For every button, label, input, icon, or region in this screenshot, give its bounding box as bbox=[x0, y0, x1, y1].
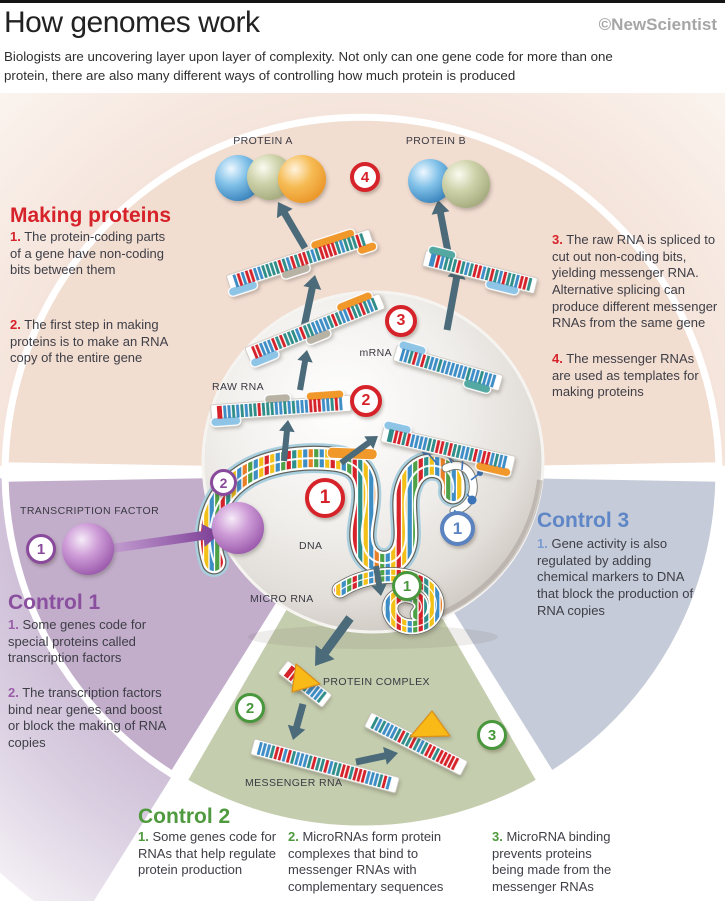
dna-label: DNA bbox=[299, 540, 323, 552]
item-text: MicroRNAs form protein complexes that bi… bbox=[288, 829, 444, 894]
step-badge-red-3: 3 bbox=[385, 305, 417, 337]
protein-a bbox=[215, 154, 326, 203]
protein-complex-triangles bbox=[291, 663, 451, 738]
flow-arrow bbox=[339, 436, 378, 466]
page-title: How genomes work bbox=[4, 6, 260, 39]
item-number: 1. bbox=[138, 829, 149, 844]
arrows bbox=[107, 200, 466, 766]
item-number: 3. bbox=[552, 232, 563, 247]
protein-b bbox=[408, 159, 490, 208]
control2-item-2: 2. MicroRNAs form protein complexes that… bbox=[288, 829, 454, 896]
raw-rna-label: RAW RNA bbox=[212, 381, 264, 393]
step-badge-green-2: 2 bbox=[235, 693, 265, 723]
protein-a-label: PROTEIN A bbox=[233, 135, 293, 147]
item-text: Some genes code for RNAs that help regul… bbox=[138, 829, 277, 878]
transcription-factor-spheres bbox=[62, 502, 264, 575]
rna-strand bbox=[392, 340, 504, 394]
control2-item-1: 1. Some genes code for RNAs that help re… bbox=[138, 829, 278, 879]
item-number: 1. bbox=[10, 229, 21, 244]
item-number: 1. bbox=[537, 536, 548, 551]
flow-arrow bbox=[355, 746, 398, 766]
item-number: 1. bbox=[8, 617, 19, 632]
control3-item-1: 1. Gene activity is also regulated by ad… bbox=[537, 536, 703, 619]
protein-b-label: PROTEIN B bbox=[405, 135, 467, 147]
control1-item-1: 1. Some genes code for special proteins … bbox=[8, 617, 163, 667]
rna-strand bbox=[244, 291, 386, 368]
control1-item-2: 2. The transcription factors bind near g… bbox=[8, 685, 166, 752]
rna-strand bbox=[364, 712, 468, 776]
mrna-label: mRNA bbox=[359, 347, 392, 359]
rna-strand bbox=[250, 738, 400, 794]
item-number: 2. bbox=[8, 685, 19, 700]
step-badge-red-4: 4 bbox=[350, 162, 380, 192]
item-text: MicroRNA binding prevents proteins being… bbox=[492, 829, 612, 894]
flow-arrow bbox=[315, 615, 354, 666]
flow-arrow bbox=[276, 202, 308, 250]
rna-strand bbox=[422, 245, 538, 296]
flow-arrow bbox=[287, 703, 307, 740]
step-badge-green-1: 1 bbox=[392, 571, 422, 601]
control2-heading: Control 2 bbox=[138, 805, 231, 828]
step-badge-blue-1: 1 bbox=[440, 511, 475, 546]
step-badge-purple-1: 1 bbox=[26, 534, 56, 564]
item-text: Some genes code for special proteins cal… bbox=[8, 617, 147, 666]
flow-arrow bbox=[279, 420, 295, 462]
control2-item-3: 3. MicroRNA binding prevents proteins be… bbox=[492, 829, 616, 896]
item-number: 3. bbox=[492, 829, 503, 844]
rna-strand bbox=[226, 228, 378, 297]
flow-arrow bbox=[297, 350, 313, 391]
micro-rna-label: MICRO RNA bbox=[250, 593, 314, 605]
step-badge-purple-2: 2 bbox=[210, 469, 237, 496]
making-proteins-item-4: 4. The messenger RNAs are used as templa… bbox=[552, 351, 714, 401]
item-text: The transcription factors bind near gene… bbox=[8, 685, 166, 750]
rna-strand bbox=[380, 420, 516, 478]
dna-ribbon bbox=[194, 443, 469, 579]
flow-arrow bbox=[371, 565, 387, 596]
protein-complex-label: PROTEIN COMPLEX bbox=[323, 676, 430, 688]
flow-arrow bbox=[431, 200, 452, 253]
top-border bbox=[0, 0, 725, 3]
item-text: The raw RNA is spliced to cut out non-co… bbox=[552, 232, 718, 331]
control3-heading: Control 3 bbox=[537, 509, 630, 532]
making-proteins-item-3: 3. The raw RNA is spliced to cut out non… bbox=[552, 232, 725, 332]
making-proteins-heading: Making proteins bbox=[10, 204, 172, 227]
flow-arrow bbox=[443, 265, 466, 331]
flow-arrow bbox=[299, 275, 322, 333]
making-proteins-item-1: 1. The protein-coding parts of a gene ha… bbox=[10, 229, 174, 279]
item-number: 2. bbox=[10, 317, 21, 332]
step-badge-red-2: 2 bbox=[350, 385, 382, 417]
item-text: Gene activity is also regulated by addin… bbox=[537, 536, 694, 618]
page-subtitle: Biologists are uncovering layer upon lay… bbox=[4, 49, 613, 84]
flow-arrow bbox=[107, 523, 220, 554]
item-number: 2. bbox=[288, 829, 299, 844]
item-text: The messenger RNAs are used as templates… bbox=[552, 351, 699, 400]
item-text: The first step in making proteins is to … bbox=[10, 317, 168, 366]
step-badge-red-1: 1 bbox=[305, 478, 345, 518]
transcription-factor-label: TRANSCRIPTION FACTOR bbox=[20, 505, 160, 517]
step-badge-green-3: 3 bbox=[477, 720, 507, 750]
item-number: 4. bbox=[552, 351, 563, 366]
rna-strand bbox=[210, 389, 352, 428]
control1-heading: Control 1 bbox=[8, 591, 101, 614]
item-text: The protein-coding parts of a gene have … bbox=[10, 229, 166, 278]
messenger-rna-label: MESSENGER RNA bbox=[245, 777, 343, 789]
newscientist-logo: ©NewScientist bbox=[598, 15, 717, 34]
making-proteins-item-2: 2. The first step in making proteins is … bbox=[10, 317, 174, 367]
